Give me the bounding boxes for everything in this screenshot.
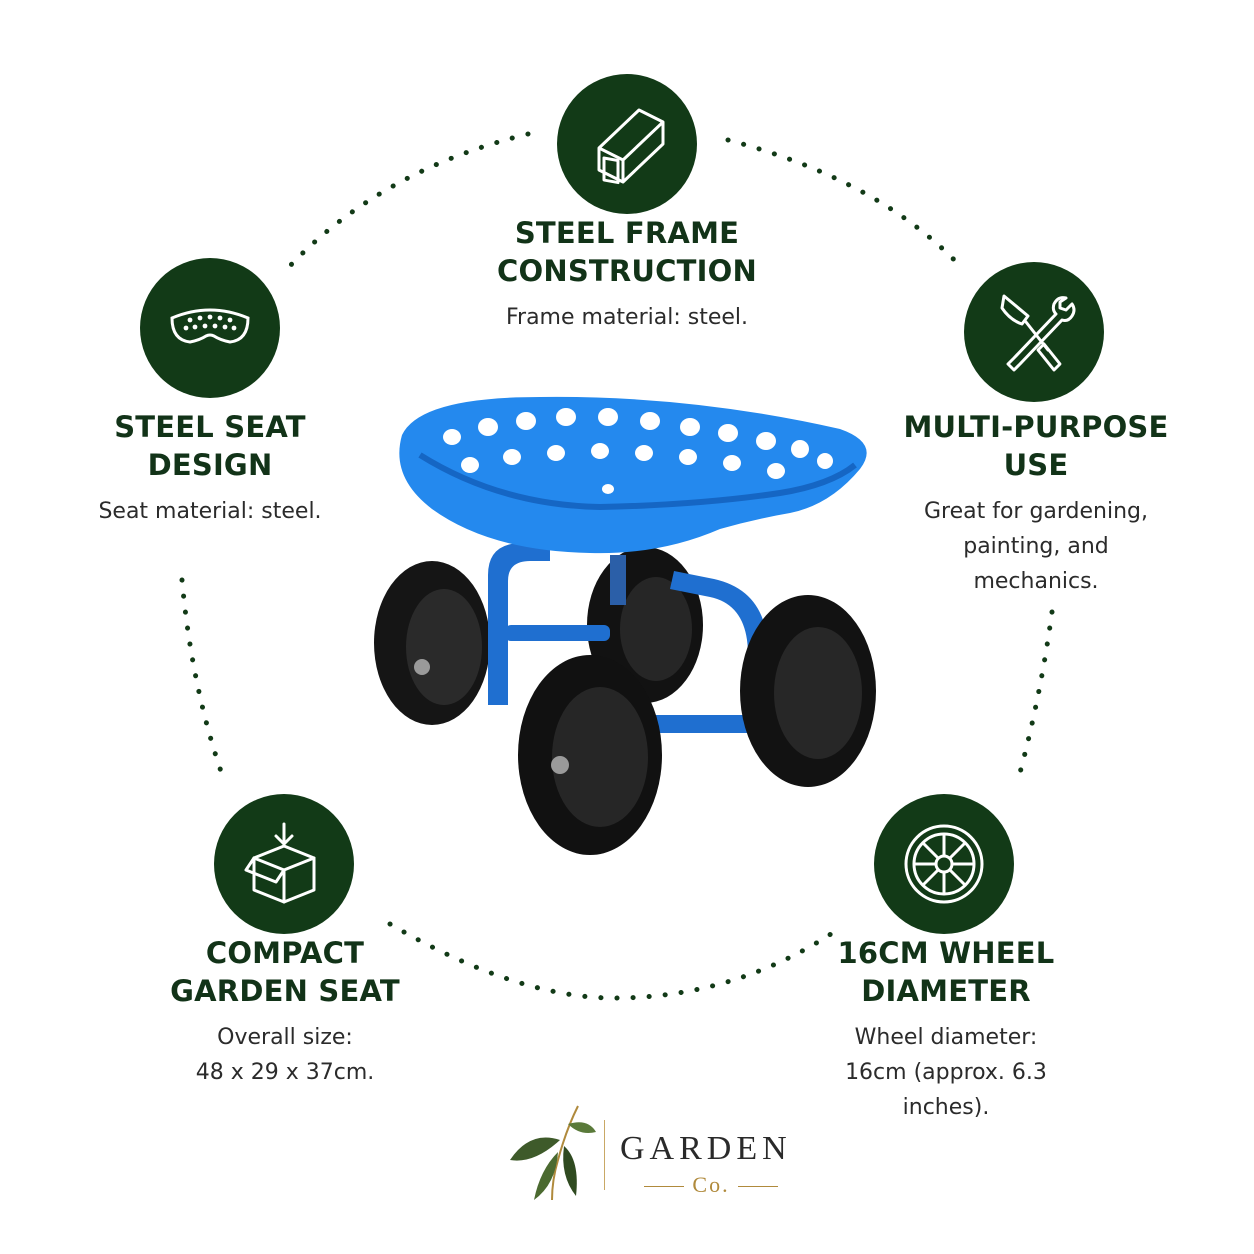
feature-title: STEEL SEAT DESIGN	[60, 408, 360, 484]
seat-pan	[399, 396, 867, 554]
title-line: 16CM WHEEL	[837, 936, 1055, 970]
desc-line: 48 x 29 x 37cm.	[195, 1060, 375, 1085]
steel-seat-feature: STEEL SEAT DESIGN Seat material: steel.	[60, 408, 360, 529]
brand-divider	[604, 1120, 605, 1190]
wheel-badge	[874, 794, 1014, 934]
desc-line: Overall size:	[217, 1025, 353, 1050]
wheel-feature: 16CM WHEEL DIAMETER Wheel diameter: 16cm…	[796, 934, 1096, 1125]
title-line: STEEL SEAT	[114, 410, 306, 444]
front-left-wheel	[518, 655, 662, 855]
brand-name: GARDEN	[620, 1130, 792, 1167]
rear-left-wheel	[374, 561, 490, 725]
desc-line: painting, and	[963, 534, 1109, 559]
desc-line: Great for gardening,	[923, 499, 1149, 524]
compact-badge	[214, 794, 354, 934]
desc-line: Wheel diameter:	[854, 1025, 1038, 1050]
title-line: COMPACT	[205, 936, 365, 970]
feature-description: Overall size: 48 x 29 x 37cm.	[130, 1020, 440, 1090]
title-line: MULTI-PURPOSE	[903, 410, 1169, 444]
garden-seat-image	[374, 396, 876, 855]
feature-description: Frame material: steel.	[505, 305, 749, 330]
steel-frame-feature: STEEL FRAME CONSTRUCTION Frame material:…	[452, 214, 802, 335]
title-line: DIAMETER	[861, 974, 1031, 1008]
feature-title: 16CM WHEEL DIAMETER	[796, 934, 1096, 1010]
brand-sub-text: Co.	[692, 1172, 730, 1197]
feature-description: Wheel diameter: 16cm (approx. 6.3 inches…	[796, 1020, 1096, 1125]
compact-feature: COMPACT GARDEN SEAT Overall size: 48 x 2…	[130, 934, 440, 1090]
multi-purpose-badge	[964, 262, 1104, 402]
steel-frame-badge	[557, 74, 697, 214]
feature-title: COMPACT GARDEN SEAT	[130, 934, 440, 1010]
feature-title: STEEL FRAME CONSTRUCTION	[452, 214, 802, 290]
title-line: STEEL FRAME	[514, 216, 740, 250]
steel-seat-badge	[140, 258, 280, 398]
wheel-icon	[904, 824, 984, 904]
trowel-wrench-icon	[1000, 294, 1076, 372]
box-icon	[244, 822, 316, 904]
feature-description: Seat material: steel.	[98, 499, 322, 524]
desc-line: 16cm (approx. 6.3	[845, 1060, 1047, 1085]
seat-icon	[170, 308, 250, 344]
front-right-wheel	[740, 595, 876, 787]
desc-line: mechanics.	[973, 569, 1099, 594]
title-line: USE	[1003, 448, 1069, 482]
title-line: GARDEN SEAT	[170, 974, 400, 1008]
feature-title: MULTI-PURPOSE USE	[886, 408, 1186, 484]
brand-subline: Co.	[620, 1172, 802, 1198]
desc-line: inches).	[902, 1095, 990, 1120]
feature-description: Great for gardening, painting, and mecha…	[886, 494, 1186, 599]
multi-purpose-feature: MULTI-PURPOSE USE Great for gardening, p…	[886, 408, 1186, 599]
title-line: DESIGN	[147, 448, 273, 482]
brand-logo: GARDEN Co.	[500, 1100, 820, 1210]
steel-tube-icon	[597, 108, 665, 185]
title-line: CONSTRUCTION	[497, 254, 757, 288]
eucalyptus-leaf-icon	[510, 1105, 596, 1201]
